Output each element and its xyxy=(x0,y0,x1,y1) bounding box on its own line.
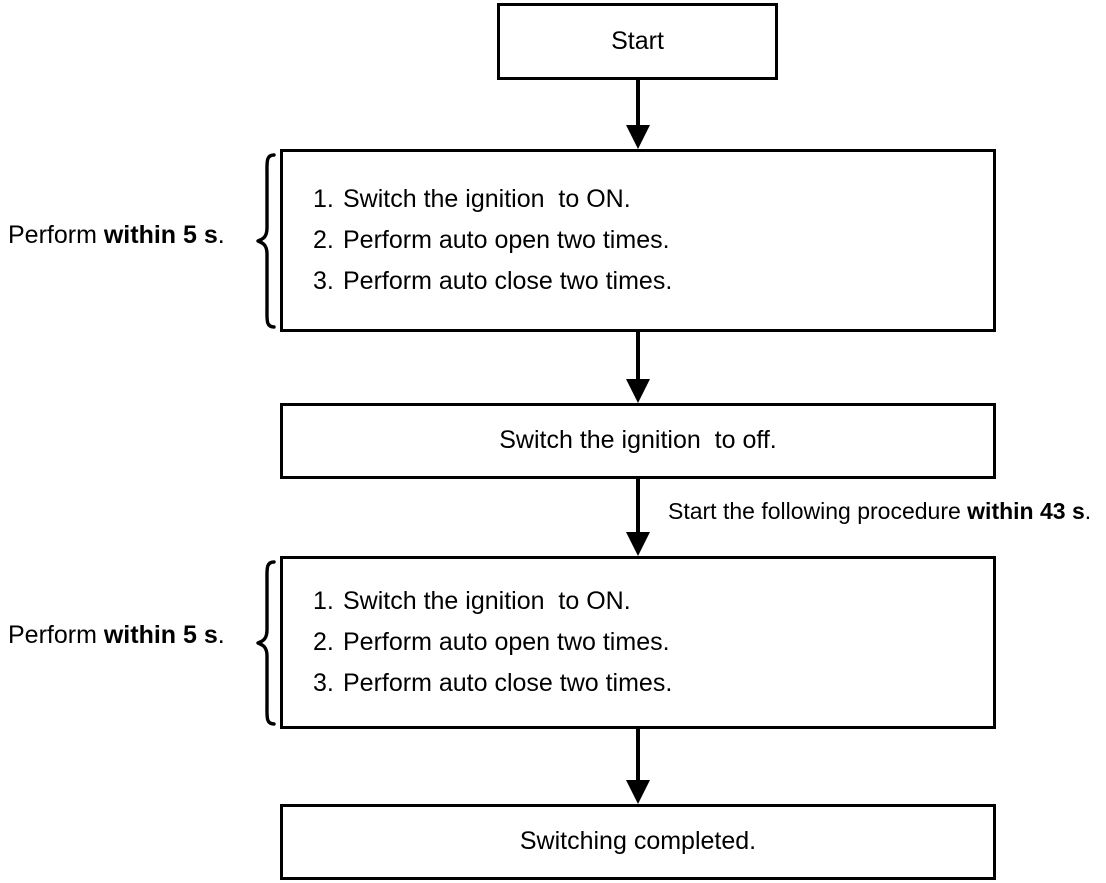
brace-label-first: Perform within 5 s. xyxy=(8,221,225,250)
list-item: 2. Perform auto open two times. xyxy=(313,220,983,261)
brace-label-first-suffix: . xyxy=(217,221,225,249)
brace-label-second: Perform within 5 s. xyxy=(8,621,225,650)
brace-label-first-prefix: Perform xyxy=(8,221,104,249)
step-number: 2. xyxy=(313,226,334,254)
connector-procedure-two-to-completed xyxy=(623,729,653,804)
step-number: 3. xyxy=(313,267,334,295)
list-item: 3. Perform auto close two times. xyxy=(313,663,983,704)
step-text: Perform auto open two times. xyxy=(343,628,670,656)
annotation-timing-suffix: . xyxy=(1084,498,1092,524)
node-ignition-off-label: Switch the ignition to off. xyxy=(499,426,777,455)
list-item: 2. Perform auto open two times. xyxy=(313,622,983,663)
list-item: 1. Switch the ignition to ON. xyxy=(313,179,983,220)
node-start: Start xyxy=(497,3,778,80)
step-number: 2. xyxy=(313,628,334,656)
node-completed-label: Switching completed. xyxy=(519,827,757,856)
annotation-timing-emphasis: within 43 s xyxy=(967,498,1085,524)
node-procedure-one: 1. Switch the ignition to ON. 2. Perform… xyxy=(280,149,996,332)
node-completed: Switching completed. xyxy=(280,804,996,880)
node-procedure-two: 1. Switch the ignition to ON. 2. Perform… xyxy=(280,556,996,729)
step-text: Switch the ignition to ON. xyxy=(343,587,631,615)
curly-brace-icon-second xyxy=(255,559,277,727)
brace-label-second-suffix: . xyxy=(217,621,225,649)
step-text: Perform auto close two times. xyxy=(343,267,673,295)
node-start-label: Start xyxy=(611,26,664,55)
procedure-one-step-list: 1. Switch the ignition to ON. 2. Perform… xyxy=(313,152,983,329)
step-number: 1. xyxy=(313,587,334,615)
node-ignition-off: Switch the ignition to off. xyxy=(280,403,996,479)
list-item: 3. Perform auto close two times. xyxy=(313,261,983,302)
connector-start-to-procedure-one xyxy=(623,80,653,149)
brace-label-second-prefix: Perform xyxy=(8,621,104,649)
connector-procedure-one-to-ignition-off xyxy=(623,332,653,403)
connector-ignition-off-to-procedure-two xyxy=(623,479,653,556)
annotation-timing-prefix: Start the following procedure xyxy=(668,498,968,524)
step-text: Perform auto close two times. xyxy=(343,669,673,697)
list-item: 1. Switch the ignition to ON. xyxy=(313,581,983,622)
step-number: 3. xyxy=(313,669,334,697)
brace-label-second-emphasis: within 5 s xyxy=(103,621,218,649)
step-number: 1. xyxy=(313,185,334,213)
annotation-timing: Start the following procedure within 43 … xyxy=(668,498,1092,524)
curly-brace-icon-first xyxy=(255,152,277,330)
step-text: Perform auto open two times. xyxy=(343,226,670,254)
brace-label-first-emphasis: within 5 s xyxy=(103,221,218,249)
procedure-two-step-list: 1. Switch the ignition to ON. 2. Perform… xyxy=(313,559,983,726)
step-text: Switch the ignition to ON. xyxy=(343,185,631,213)
